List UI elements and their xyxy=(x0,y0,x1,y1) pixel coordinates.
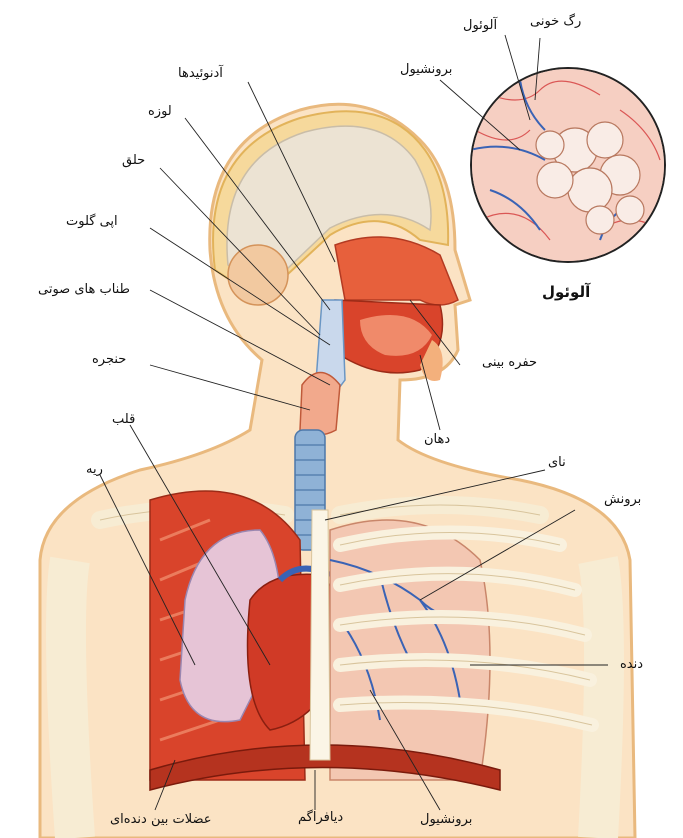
label-lung: ریه xyxy=(86,462,103,478)
alveolus-inset xyxy=(470,68,670,268)
left-humerus xyxy=(66,560,75,838)
label-epiglottis: اپی گلوت xyxy=(66,214,118,230)
label-nasal-cavity: حفره بینی xyxy=(482,355,537,371)
label-adenoids: آدنوئیدها xyxy=(178,66,223,82)
label-trachea: نای xyxy=(548,455,566,471)
label-diaphragm: دیافراگم xyxy=(298,810,343,826)
label-bronchiole-bottom: برونشیول xyxy=(420,812,472,828)
right-humerus xyxy=(598,560,604,838)
right-lung xyxy=(330,520,490,780)
larynx-shape xyxy=(300,373,340,436)
label-intercostal-muscles: عضلات بین دنده‌ای xyxy=(110,812,212,828)
alveolus-inset-title: آلوئول xyxy=(542,284,590,300)
label-tonsil: لوزه xyxy=(148,104,172,120)
cerebellum xyxy=(228,245,288,305)
label-heart: قلب xyxy=(112,412,135,428)
label-mouth: دهان xyxy=(424,432,450,448)
label-rib: دنده xyxy=(620,657,643,673)
label-bronchiole-top: برونشیول xyxy=(400,62,452,78)
label-pharynx: حلق xyxy=(122,153,145,169)
label-vocal-cords: طناب های صوتی xyxy=(38,282,130,298)
label-alveolus-top: آلوئول xyxy=(463,18,497,34)
label-bronchus: برونش xyxy=(604,492,641,508)
label-larynx: حنجره xyxy=(92,352,126,368)
sternum xyxy=(310,510,330,760)
label-blood-vessel: رگ خونی xyxy=(530,14,581,30)
